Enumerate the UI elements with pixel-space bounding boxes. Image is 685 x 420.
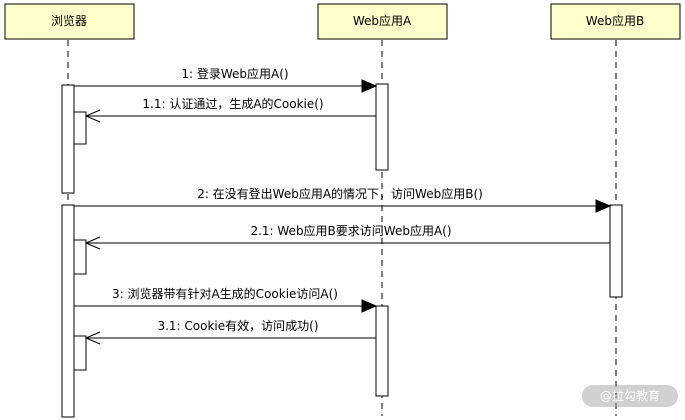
activation-web-a-1 [375, 83, 389, 171]
activation-browser-2 [61, 204, 75, 418]
participant-browser-label: 浏览器 [51, 13, 87, 28]
activation-browser-self-1 [73, 111, 87, 145]
message-2-1-label: 2.1: Web应用B要求访问Web应用A() [250, 223, 451, 238]
participant-web-b-label: Web应用B [586, 13, 644, 28]
arrow-head-open [84, 331, 101, 345]
participant-web-a-label: Web应用A [353, 13, 412, 28]
message-3-1: 3.1: Cookie有效，访问成功() [84, 318, 376, 345]
activation-web-a-2 [375, 305, 389, 397]
message-3-label: 3: 浏览器带有针对A生成的Cookie访问A() [112, 286, 338, 301]
arrow-head-open [84, 109, 101, 123]
watermark-badge: @拉勾教育 [582, 385, 678, 407]
activation-web-b [609, 204, 623, 298]
message-2-label: 2: 在没有登出Web应用A的情况下，访问Web应用B() [197, 186, 483, 201]
message-1-label: 1: 登录Web应用A() [181, 66, 288, 81]
activation-browser-1 [61, 84, 75, 194]
arrow-head-solid [595, 199, 612, 213]
message-1-1: 1.1: 认证通过，生成A的Cookie() [84, 96, 376, 123]
activation-browser-self-2 [73, 239, 87, 275]
arrow-head-solid [361, 79, 378, 93]
arrow-head-solid [361, 299, 378, 313]
message-1-1-label: 1.1: 认证通过，生成A的Cookie() [142, 96, 323, 111]
message-2-1: 2.1: Web应用B要求访问Web应用A() [84, 223, 610, 250]
message-2: 2: 在没有登出Web应用A的情况下，访问Web应用B() [74, 186, 612, 213]
participant-browser: 浏览器 [4, 3, 135, 40]
arrow-head-open [84, 236, 101, 250]
participant-web-a: Web应用A [317, 3, 448, 40]
message-3-1-label: 3.1: Cookie有效，访问成功() [157, 318, 318, 333]
message-1: 1: 登录Web应用A() [74, 66, 378, 93]
activation-browser-self-3 [73, 335, 87, 371]
participant-web-b: Web应用B [550, 3, 681, 40]
message-3: 3: 浏览器带有针对A生成的Cookie访问A() [74, 286, 378, 313]
